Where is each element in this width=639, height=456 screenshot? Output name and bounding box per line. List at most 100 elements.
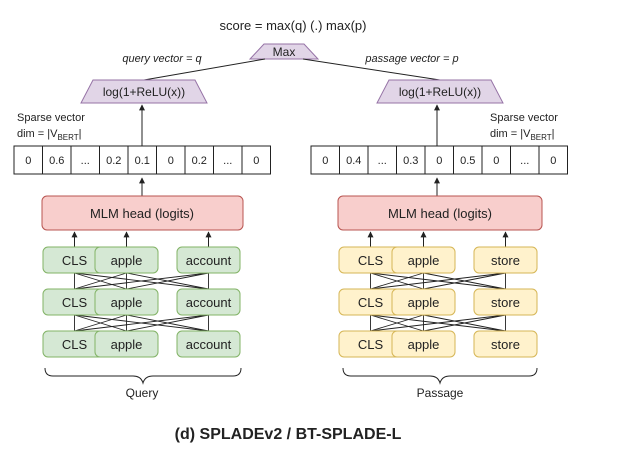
query-vector-cell	[70, 145, 100, 175]
passage-attention-line	[423, 272, 506, 290]
query-attention-line	[126, 272, 209, 290]
query-mlm-head-label: MLM head (logits)	[90, 206, 194, 221]
query-vector-cell	[241, 145, 271, 175]
passage-vector-cell	[510, 145, 540, 175]
passage-sparse-label-line2: dim = |VBERT|	[490, 128, 555, 142]
passage-token-box	[473, 330, 538, 358]
passage-attention-line	[370, 272, 506, 290]
passage-to-max-line	[302, 58, 441, 81]
passage-token-label: CLS	[358, 253, 384, 268]
passage-vector-cell	[453, 145, 483, 175]
passage-vector-value: 0.4	[346, 155, 361, 167]
query-vector-value: 0.2	[106, 155, 121, 167]
passage-attention-line	[370, 314, 424, 332]
passage-vector-cell	[424, 145, 454, 175]
query-attention-line	[74, 314, 127, 332]
query-token-box	[94, 330, 159, 358]
query-token-label: account	[186, 295, 232, 310]
query-sparse-label-line2: dim = |VBERT|	[17, 128, 82, 142]
passage-vector-value: 0	[550, 155, 556, 167]
query-vector-cell	[127, 145, 157, 175]
query-brace	[44, 367, 242, 385]
passage-activation-node	[376, 79, 504, 104]
query-vector-value: 0	[25, 155, 31, 167]
query-token-box	[176, 330, 241, 358]
query-vector-value: 0.1	[135, 155, 150, 167]
passage-activation-label: log(1+ReLU(x))	[399, 85, 481, 99]
passage-brace-label: Passage	[417, 386, 464, 400]
max-node	[248, 43, 320, 60]
query-token-label: CLS	[62, 253, 88, 268]
query-token-label: apple	[111, 337, 143, 352]
passage-mlm-head-label: MLM head (logits)	[388, 206, 492, 221]
passage-token-box	[473, 246, 538, 274]
passage-sparse-label: Sparse vector dim = |VBERT|	[490, 112, 558, 142]
passage-token-box	[391, 246, 456, 274]
query-vector-value: 0	[253, 155, 259, 167]
passage-vector-value: 0	[322, 155, 328, 167]
passage-token-label: apple	[408, 253, 440, 268]
query-vector-cell	[184, 145, 214, 175]
query-to-max-line	[143, 58, 266, 81]
query-token-label: account	[186, 253, 232, 268]
figure-caption: (d) SPLADEv2 / BT-SPLADE-L	[175, 426, 402, 443]
passage-token-label: apple	[408, 337, 440, 352]
passage-attention-line	[423, 314, 506, 332]
passage-vector-value: 0.5	[460, 155, 475, 167]
query-vector-value: ...	[223, 155, 232, 167]
query-sparse-label: Sparse vector dim = |VBERT|	[17, 112, 85, 142]
query-mlm-head	[41, 195, 244, 231]
passage-vector-cell	[538, 145, 568, 175]
passage-vector-cell	[339, 145, 369, 175]
query-brace-label: Query	[126, 386, 159, 400]
passage-token-label: store	[491, 337, 520, 352]
query-vector-cell	[156, 145, 186, 175]
passage-sparse-label-line1: Sparse vector	[490, 112, 558, 124]
query-attention-line	[74, 272, 127, 290]
passage-brace	[342, 367, 538, 385]
query-token-label: account	[186, 337, 232, 352]
query-vector-value: 0.2	[192, 155, 207, 167]
passage-vector-cell	[481, 145, 511, 175]
query-attention-line	[74, 272, 209, 290]
passage-token-box	[391, 330, 456, 358]
query-token-label: apple	[111, 295, 143, 310]
query-token-label: apple	[111, 253, 143, 268]
passage-token-label: store	[491, 253, 520, 268]
query-sparse-label-line1: Sparse vector	[17, 112, 85, 124]
passage-mlm-head	[337, 195, 543, 231]
passage-vector-value: 0	[436, 155, 442, 167]
query-activation-label: log(1+ReLU(x))	[103, 85, 185, 99]
query-token-box	[176, 288, 241, 316]
passage-attention-line	[370, 272, 424, 290]
query-activation-node	[80, 79, 208, 104]
passage-vector-label: passage vector = p	[364, 53, 458, 65]
query-vector-value: 0.6	[49, 155, 64, 167]
max-label: Max	[273, 45, 296, 59]
query-vector-cell	[99, 145, 129, 175]
query-attention-line	[74, 314, 209, 332]
passage-token-label: store	[491, 295, 520, 310]
query-vector-cell	[13, 145, 43, 175]
passage-token-label: CLS	[358, 337, 384, 352]
passage-token-box	[473, 288, 538, 316]
query-vector-value: ...	[81, 155, 90, 167]
query-token-label: CLS	[62, 295, 88, 310]
query-vector-cell	[42, 145, 72, 175]
passage-token-box	[391, 288, 456, 316]
query-token-box	[94, 288, 159, 316]
passage-vector-value: 0.3	[403, 155, 418, 167]
passage-vector-value: 0	[493, 155, 499, 167]
query-vector-label: query vector = q	[122, 53, 202, 65]
passage-vector-cell	[310, 145, 340, 175]
passage-attention-line	[370, 314, 506, 332]
query-token-box	[94, 246, 159, 274]
passage-vector-cell	[396, 145, 426, 175]
passage-token-label: CLS	[358, 295, 384, 310]
